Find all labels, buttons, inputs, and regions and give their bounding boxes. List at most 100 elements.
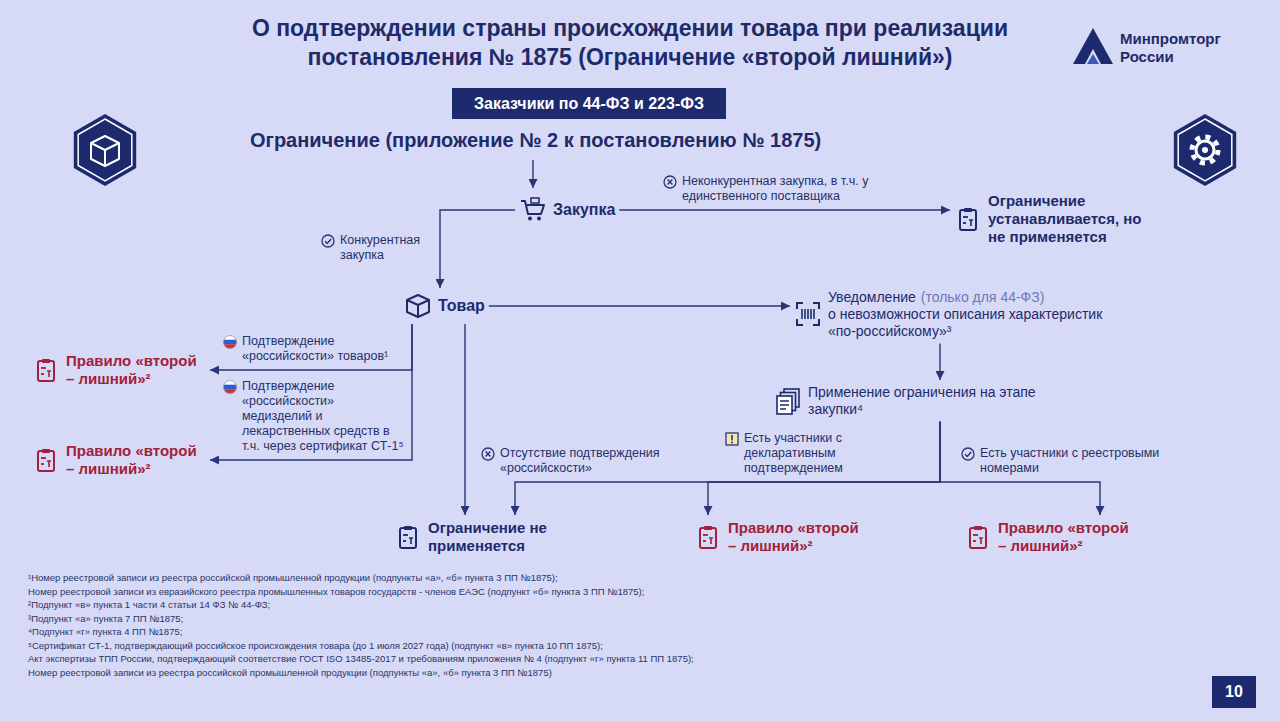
warn-mark bbox=[725, 432, 739, 446]
node-text: Уведомление bbox=[828, 289, 916, 305]
icon-part bbox=[41, 367, 46, 369]
icon-part bbox=[223, 385, 236, 389]
page-number: 10 bbox=[1212, 676, 1256, 708]
entry-arrow bbox=[532, 160, 533, 188]
footnote: Акт экспертизы ТПП России, подтверждающи… bbox=[28, 653, 694, 664]
icon-part bbox=[1196, 141, 1214, 159]
icon-part bbox=[403, 540, 406, 542]
goods-step: Товар bbox=[400, 288, 489, 324]
icon-part bbox=[47, 371, 51, 377]
flow-arrow bbox=[440, 210, 515, 288]
purchase-step: Закупка bbox=[515, 192, 619, 228]
node-text: Товар bbox=[438, 296, 485, 315]
icon-part bbox=[38, 361, 54, 381]
slide-title: О подтверждении страны происхождении тов… bbox=[230, 14, 1030, 72]
icon-part bbox=[969, 220, 973, 226]
node-text: Правило «второй – лишний»² bbox=[66, 352, 206, 388]
icon-part bbox=[325, 239, 331, 244]
icon-part bbox=[973, 540, 976, 542]
edge-label: Неконкурентная закупка, в т.ч. у единств… bbox=[682, 174, 903, 204]
icon-part bbox=[963, 222, 966, 224]
icon-part bbox=[1174, 114, 1236, 186]
clip-icon bbox=[32, 446, 60, 474]
customer-band: Заказчики по 44-ФЗ и 223-ФЗ bbox=[452, 88, 726, 119]
node-text-group: Правило «второй – лишний»² bbox=[66, 352, 206, 388]
icon-part bbox=[709, 538, 713, 544]
box-icon bbox=[404, 292, 432, 320]
icon-part bbox=[1073, 28, 1113, 64]
icon-part bbox=[777, 396, 792, 414]
gear-hexagon-icon bbox=[1174, 114, 1236, 186]
node-text-group: Правило «второй – лишний»² bbox=[728, 519, 868, 555]
x-mark bbox=[481, 447, 495, 461]
icon-part bbox=[1202, 147, 1208, 153]
flow-arrow bbox=[708, 422, 940, 515]
icon-part bbox=[960, 210, 976, 230]
icon-part bbox=[224, 381, 237, 394]
icon-part bbox=[531, 198, 539, 203]
node-text-group: Закупка bbox=[553, 200, 615, 219]
icon-part bbox=[42, 359, 50, 363]
flow-arrow bbox=[619, 209, 950, 210]
flag-mark bbox=[223, 335, 237, 349]
icon-part bbox=[668, 180, 673, 185]
outcome-box: Ограничение устанавливается, но не приме… bbox=[950, 188, 1167, 250]
clip-icon bbox=[964, 523, 992, 551]
ministry-name: Минпромторг России bbox=[1120, 30, 1260, 66]
rule-box: Правило «второй – лишний»² bbox=[960, 515, 1142, 559]
node-text: Правило «второй – лишний»² bbox=[998, 519, 1138, 555]
footnote: ³Подпункт «а» пункта 7 ПП №1875; bbox=[28, 613, 183, 624]
clip-icon bbox=[954, 205, 982, 233]
clip-icon bbox=[394, 523, 422, 551]
icon-part bbox=[407, 295, 429, 317]
icon-part bbox=[704, 526, 712, 530]
check-mark bbox=[961, 447, 975, 461]
icon-part bbox=[223, 340, 236, 344]
node-text: о невозможности описания характеристик «… bbox=[828, 306, 1113, 340]
edge-label: Отсутствие подтверждения «российскости» bbox=[500, 446, 681, 476]
icon-part bbox=[322, 235, 334, 247]
edge-label: Подтверждение «российскости» товаров¹ bbox=[242, 334, 405, 364]
flow-arrow bbox=[464, 324, 465, 515]
node-text-group: Правило «второй – лишний»² bbox=[66, 442, 206, 478]
edge-label: Есть участники с декларативным подтвержд… bbox=[744, 431, 935, 476]
icon-part bbox=[42, 449, 50, 453]
node-text: Ограничение не применяется bbox=[428, 519, 563, 555]
notice-step: Уведомление(только для 44-ФЗ)о невозможн… bbox=[790, 285, 1117, 343]
icon-part bbox=[965, 452, 971, 457]
icon-part bbox=[703, 540, 706, 542]
page-number-box bbox=[1212, 676, 1256, 708]
section-heading: Ограничение (приложение № 2 к постановле… bbox=[250, 128, 821, 152]
footnote: ¹Номер реестровой записи из реестра росс… bbox=[28, 572, 558, 583]
branch-condition: Отсутствие подтверждения «российскости» bbox=[478, 445, 684, 477]
footnote: ²Подпункт «в» пункта 1 части 4 статьи 14… bbox=[28, 599, 270, 610]
flow-arrow bbox=[210, 324, 412, 460]
branch-condition: Есть участники с реестровыми номерами bbox=[958, 445, 1179, 477]
icon-part bbox=[38, 451, 54, 471]
apply-step: Применение ограничения на этапе закупки⁴ bbox=[770, 380, 1052, 422]
edge-label: Подтверждение «российскости» медизделий … bbox=[242, 379, 405, 454]
icon-part bbox=[970, 528, 986, 548]
node-text: Ограничение устанавливается, но не приме… bbox=[988, 192, 1163, 246]
icon-part bbox=[537, 217, 541, 221]
node-text-group: Применение ограничения на этапе закупки⁴ bbox=[808, 384, 1048, 418]
icon-part bbox=[780, 401, 789, 409]
flow-arrow bbox=[210, 324, 412, 370]
icon-part bbox=[964, 208, 972, 212]
node-text-group: Ограничение не применяется bbox=[428, 519, 563, 555]
node-text-group: Ограничение устанавливается, но не приме… bbox=[988, 192, 1163, 246]
branch-condition: Конкурентная закупка bbox=[318, 232, 439, 264]
docs-icon bbox=[774, 387, 802, 415]
icon-part bbox=[797, 303, 819, 325]
icon-part bbox=[486, 452, 491, 457]
icon-part bbox=[47, 461, 51, 467]
icon-part bbox=[482, 448, 494, 460]
ministry-logo bbox=[1073, 28, 1113, 64]
rule-box: Правило «второй – лишний»² bbox=[28, 348, 210, 392]
branch-condition: Неконкурентная закупка, в т.ч. у единств… bbox=[660, 173, 906, 205]
icon-part bbox=[1192, 137, 1218, 163]
icon-part bbox=[1087, 54, 1099, 64]
icon-part bbox=[78, 119, 132, 181]
icon-part bbox=[41, 373, 44, 375]
icon-part bbox=[404, 526, 412, 530]
